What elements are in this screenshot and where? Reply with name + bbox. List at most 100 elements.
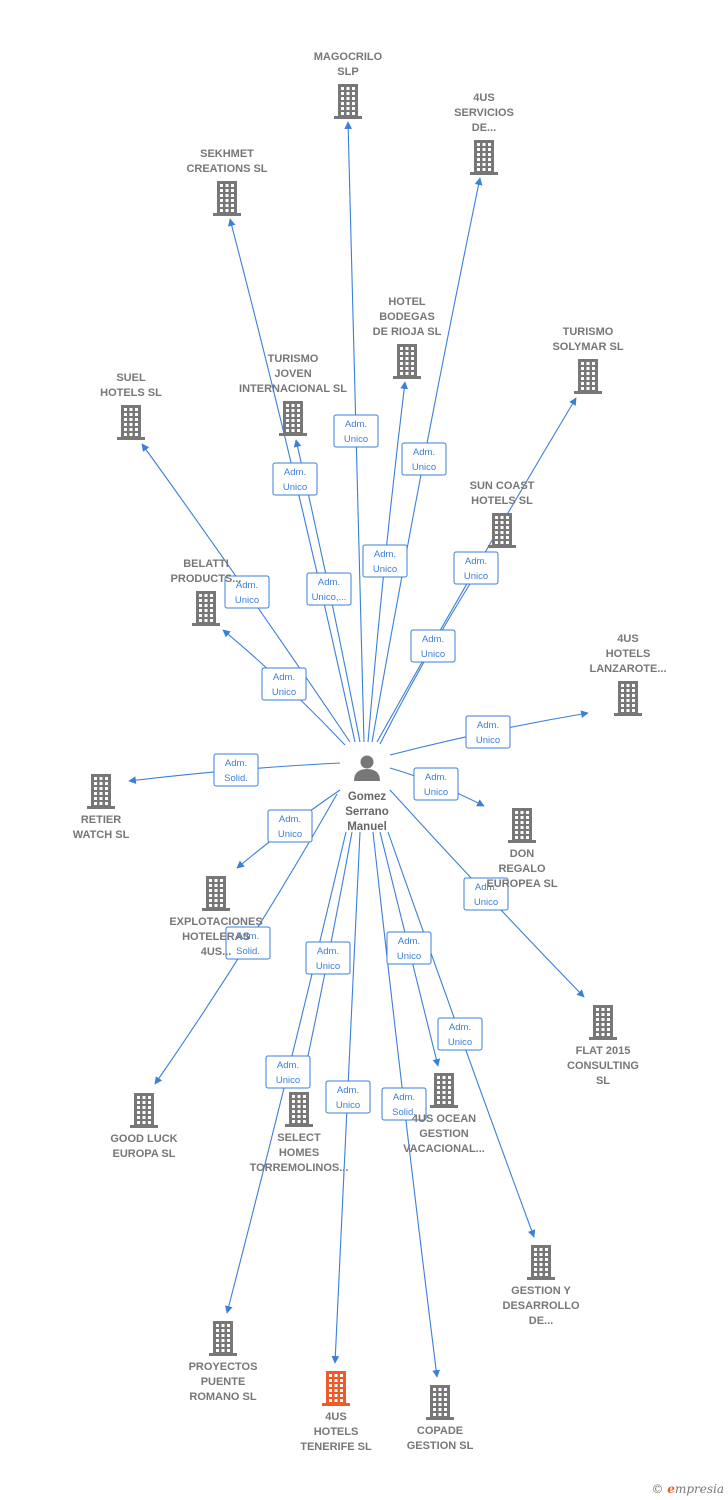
edge-role-label[interactable]: Adm.Unico: [333, 414, 379, 448]
building-window: [94, 777, 97, 780]
building-window: [214, 884, 218, 887]
edge-role-label[interactable]: Adm.Unico: [265, 1055, 311, 1089]
building-window: [444, 1388, 447, 1391]
building-window: [448, 1091, 451, 1094]
edge-role-label[interactable]: Adm.Unico: [437, 1017, 483, 1051]
building-window: [352, 97, 355, 100]
edge-role-label[interactable]: Adm.Unico: [224, 575, 270, 609]
edge-role-box: [305, 941, 351, 975]
company-name-line: TORREMOLINOS...: [250, 1162, 349, 1174]
building-window: [626, 699, 630, 702]
edge-role-label[interactable]: Adm.Unico: [453, 551, 499, 585]
building-window: [352, 92, 355, 95]
building-window: [291, 414, 295, 417]
company-node-explotaciones[interactable]: EXPLOTACIONESHOTELERAS4US...: [169, 876, 263, 958]
edge-role-label[interactable]: Adm.Unico: [272, 462, 318, 496]
company-name-line: DE...: [472, 122, 496, 134]
building-window: [124, 418, 127, 421]
building-window: [346, 102, 350, 105]
company-name-line: 4US: [473, 92, 494, 104]
edge-role-text: Adm.: [477, 720, 499, 731]
company-node-belatti[interactable]: BELATTIPRODUCTS...: [171, 558, 242, 626]
building-window: [94, 802, 97, 805]
building-base: [430, 1105, 458, 1108]
edge-role-label[interactable]: Adm. Solid.: [225, 926, 271, 960]
building-window: [495, 541, 498, 544]
edge-role-label[interactable]: Adm.Unico: [413, 767, 459, 801]
building-window: [297, 1115, 301, 1118]
building-window: [601, 1023, 605, 1026]
company-node-4us-servicios[interactable]: 4USSERVICIOSDE...: [454, 92, 514, 175]
edge-role-label[interactable]: Adm.Unico: [410, 629, 456, 663]
edge-role-label[interactable]: Adm.Unico: [463, 877, 509, 911]
edge-role-text: Adm.: [237, 931, 259, 942]
building-window: [626, 689, 630, 692]
building-window: [291, 404, 295, 407]
building-window: [214, 899, 218, 902]
building-window: [500, 531, 504, 534]
edge-role-label[interactable]: Adm.Unico: [305, 941, 351, 975]
company-name-line: PUENTE: [201, 1376, 246, 1388]
company-name-line: 4US OCEAN: [412, 1113, 476, 1125]
edge-role-label[interactable]: Adm.Unico: [465, 715, 511, 749]
building-window: [220, 889, 223, 892]
building-window: [204, 594, 208, 597]
edge-role-text: Adm.: [449, 1022, 471, 1033]
edge-role-label[interactable]: Adm.Unico: [386, 931, 432, 965]
building-window: [506, 526, 509, 529]
building-window: [437, 1076, 440, 1079]
edge-role-label[interactable]: Adm.Unico: [401, 442, 447, 476]
edge-role-label[interactable]: Adm.Solid.: [381, 1087, 427, 1121]
building-window: [220, 184, 223, 187]
edge-role-label[interactable]: Adm.Unico: [261, 667, 307, 701]
edge-role-label[interactable]: Adm.Unico: [362, 544, 408, 578]
building-window: [216, 1324, 219, 1327]
company-name-line: CREATIONS SL: [186, 163, 267, 175]
building-window: [227, 1324, 230, 1327]
building-base: [209, 1353, 237, 1356]
company-node-select-homes[interactable]: SELECTHOMESTORREMOLINOS...: [250, 1092, 349, 1174]
building-window: [411, 362, 414, 365]
building-base: [426, 1417, 454, 1420]
building-window: [477, 163, 480, 166]
building-window: [209, 884, 212, 887]
building-window: [340, 1399, 343, 1402]
edge-role-label[interactable]: Adm.Solid.: [213, 753, 259, 787]
edge-role-label[interactable]: Adm.Unico: [267, 809, 313, 843]
building-icon: [322, 1371, 350, 1406]
edge-role-label[interactable]: Adm.Unico: [325, 1080, 371, 1114]
edge-role-box: [225, 926, 271, 960]
company-node-gestion-desarrollo[interactable]: GESTION YDESARROLLODE...: [503, 1245, 580, 1327]
edge-role-text: Unico: [283, 482, 307, 493]
edge-role-label[interactable]: Adm.Unico,...: [306, 572, 352, 606]
building-window: [488, 143, 491, 146]
edge-role-text: Solid.: [236, 946, 260, 957]
building-window: [482, 143, 486, 146]
building-window: [437, 1081, 440, 1084]
building-window: [227, 1344, 230, 1347]
brand-credit[interactable]: © empresia: [651, 1482, 724, 1496]
company-node-4us-lanzarote[interactable]: 4USHOTELSLANZAROTE...: [590, 633, 667, 716]
building-base: [574, 391, 602, 394]
building-window: [632, 709, 635, 712]
edges-layer: [128, 121, 589, 1378]
building-window: [341, 102, 344, 105]
building-window: [488, 158, 491, 161]
company-node-4us-ocean[interactable]: 4US OCEANGESTIONVACACIONAL...: [403, 1073, 485, 1155]
building-window: [545, 1253, 548, 1256]
